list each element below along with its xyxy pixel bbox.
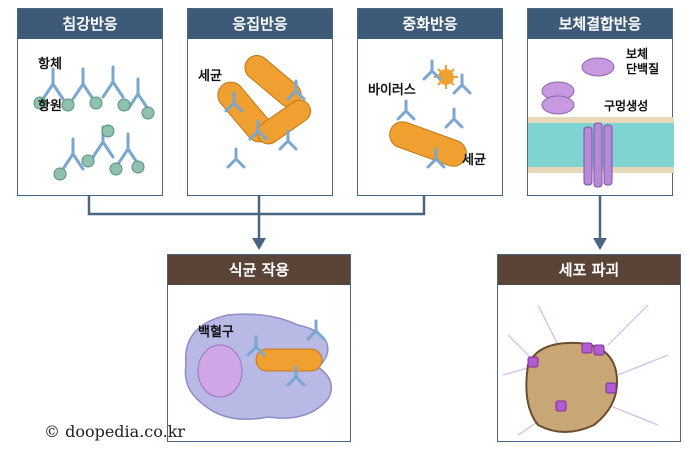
panel-title: 식균 작용 — [168, 255, 350, 285]
label-leukocyte: 백혈구 — [198, 325, 234, 340]
label-antigen: 항원 — [38, 99, 62, 114]
arrow-head — [593, 238, 607, 250]
label-complement-protein-text: 보체 단백질 — [626, 47, 660, 76]
copyright-credit: © doopedia.co.kr — [44, 422, 186, 441]
label-virus: 바이러스 — [368, 83, 416, 98]
pore — [527, 356, 539, 368]
panel-precipitation: 침강반응 항체 항원 — [17, 8, 163, 196]
panel-title: 중화반응 — [358, 9, 502, 39]
panel-title: 응집반응 — [188, 9, 332, 39]
destroyed-cell — [525, 341, 618, 433]
label-bacteria: 세균 — [198, 69, 222, 84]
nucleus — [197, 344, 243, 398]
label-pore: 구멍생성 — [604, 99, 649, 113]
antigen — [33, 96, 47, 110]
label-complement-protein: 보체 단백질 — [626, 47, 659, 77]
bacterium — [389, 121, 467, 167]
antigen — [61, 98, 75, 112]
bacterium — [256, 99, 312, 145]
panel-neutralization: 중화반응 바이러스 세균 — [357, 8, 503, 196]
connector-bracket — [87, 196, 426, 216]
label-bacteria: 세균 — [462, 153, 486, 168]
complement-illustration — [528, 57, 674, 188]
label-antibody: 항체 — [38, 57, 62, 72]
panel-title: 세포 파괴 — [498, 255, 680, 285]
neutralization-illustration — [389, 59, 472, 169]
lysis-illustration — [502, 304, 669, 436]
panel-complement: 보체결합반응 보체 단백질 구멍생성 — [527, 8, 674, 196]
panel-lysis: 세포 파괴 — [497, 254, 681, 442]
antigen — [89, 96, 103, 110]
bacterium — [255, 348, 323, 372]
panel-title: 보체결합반응 — [528, 9, 672, 39]
agglutination-illustration — [217, 55, 312, 169]
phagocytosis-illustration — [184, 313, 333, 420]
pore-complex — [583, 122, 613, 188]
panel-title: 침강반응 — [18, 9, 162, 39]
virus — [434, 65, 458, 89]
precipitation-illustration — [33, 65, 155, 181]
arrow-head — [252, 238, 266, 250]
panel-phagocytosis: 식균 작용 백혈구 — [167, 254, 351, 442]
panel-agglutination: 응집반응 세균 — [187, 8, 333, 196]
